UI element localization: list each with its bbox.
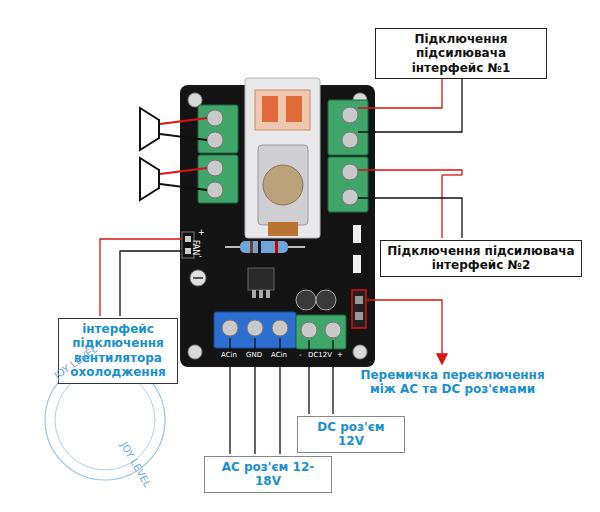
amp-terminals (328, 100, 368, 212)
pin-name: ACin (221, 351, 237, 359)
speaker-icon (140, 108, 159, 200)
watermark: JOY LEVEL (118, 440, 153, 489)
pin-name: GND (246, 351, 262, 359)
pin-sign: + (337, 351, 343, 359)
pin-name: ACin (271, 351, 287, 359)
jumper-note: Перемичка переключення між AC та DC роз'… (360, 368, 545, 397)
callout-text: Підключення підсилювача інтерфейс №2 (386, 244, 576, 273)
callout-box: Підключення підсилювача інтерфейс №1 (375, 28, 547, 79)
pin-sign: - (199, 252, 202, 262)
relay (245, 78, 320, 238)
components (190, 225, 361, 310)
speaker-terminals (198, 105, 238, 203)
jumper (352, 290, 366, 328)
callout-text: Підключення підсилювача інтерфейс №1 (381, 32, 541, 75)
callout-box: інтерфейс підключення вентилятора охолод… (58, 318, 178, 384)
dc-terminal (296, 315, 346, 349)
pin-sign: + (198, 228, 205, 238)
callout-text: AC роз'єм 12-18V (210, 460, 326, 489)
speaker-wires (160, 118, 207, 190)
pin-name: DC12V (308, 351, 332, 359)
pcb-board (180, 85, 375, 367)
callout-box: DC роз'єм 12V (297, 416, 405, 453)
callout-text: DC роз'єм 12V (303, 420, 399, 449)
pin-sign: - (299, 351, 302, 359)
resistor-symbol (225, 241, 305, 253)
callout-box: Підключення підсилювача інтерфейс №2 (380, 240, 582, 277)
pin-name: FAN (190, 240, 200, 255)
callout-box: AC роз'єм 12-18V (204, 456, 332, 493)
